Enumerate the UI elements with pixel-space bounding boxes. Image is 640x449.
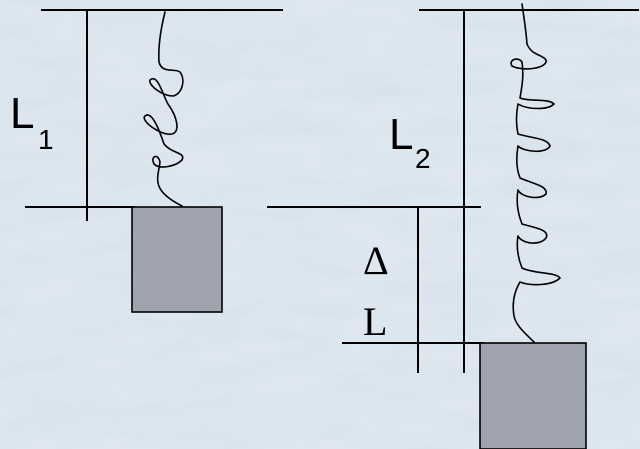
spring-stretched-icon — [510, 3, 561, 343]
label-delta-symbol: Δ — [363, 238, 389, 283]
label-l2-subscript: 2 — [415, 143, 431, 174]
mass-block-right — [479, 342, 587, 449]
label-delta-letter: L — [363, 299, 388, 344]
label-l1-subscript: 1 — [38, 124, 54, 155]
mass-block-left — [131, 206, 223, 313]
label-l2: L — [389, 110, 414, 159]
label-l1: L — [10, 89, 35, 138]
spring-relaxed-icon — [143, 11, 184, 207]
